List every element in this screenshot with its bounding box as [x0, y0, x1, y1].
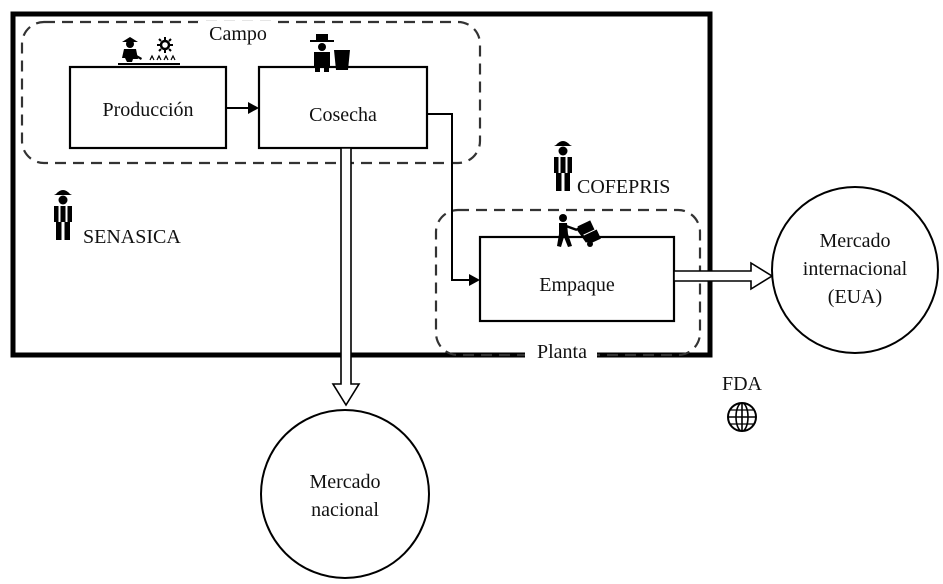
senasica-label: SENASICA — [83, 226, 181, 248]
produccion-box — [68, 65, 228, 150]
fda-label: FDA — [722, 373, 763, 395]
mercado-internacional-node — [771, 186, 939, 354]
mercado-nacional-line2: nacional — [311, 499, 379, 521]
sun-icon — [157, 37, 173, 53]
hand-truck-worker-icon — [557, 214, 601, 247]
mercado-nacional-node — [260, 409, 430, 579]
cofepris-inspector-icon — [554, 141, 572, 191]
empaque-label: Empaque — [539, 274, 615, 296]
campo-label-bg — [198, 21, 278, 45]
planta-zone — [434, 208, 702, 357]
senasica-inspector-icon — [54, 190, 72, 240]
campo-label: Campo — [209, 23, 267, 45]
arrow-to-mercado-internacional — [673, 261, 774, 291]
planta-label-bg — [525, 340, 597, 364]
national-boundary-frame — [10, 11, 713, 358]
farmer-planting-icon — [118, 37, 180, 65]
arrow-to-mercado-nacional — [331, 147, 361, 407]
arrow-cosecha-empaque — [427, 113, 480, 286]
mercado-internacional-line1: Mercado — [819, 230, 890, 252]
empaque-box — [478, 235, 676, 323]
cosecha-label: Cosecha — [309, 104, 377, 126]
mercado-nacional-line1: Mercado — [309, 471, 380, 493]
cofepris-label: COFEPRIS — [577, 176, 670, 198]
planta-label: Planta — [537, 341, 587, 363]
globe-icon — [727, 402, 757, 432]
harvest-worker-icon — [310, 34, 350, 72]
cosecha-box — [257, 65, 429, 150]
mercado-internacional-line2: internacional — [803, 258, 908, 280]
arrow-produccion-cosecha — [226, 102, 259, 114]
produccion-label: Producción — [102, 99, 193, 121]
mercado-internacional-line3: (EUA) — [828, 286, 882, 308]
